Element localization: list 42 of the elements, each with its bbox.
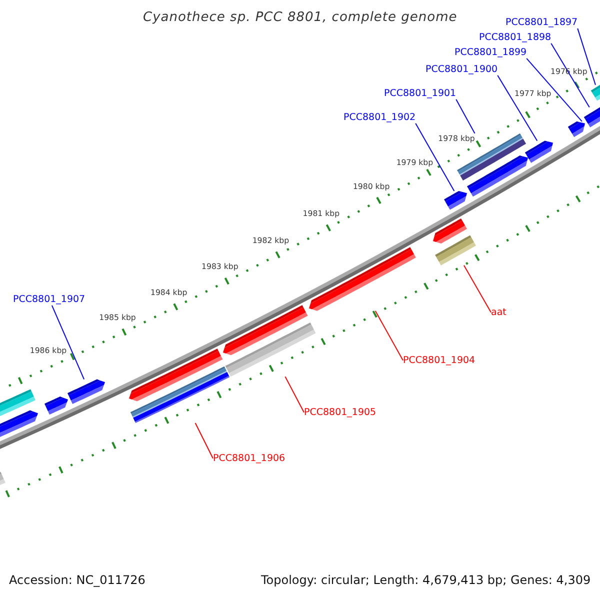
gene-bar xyxy=(590,84,600,101)
map-title: Cyanothece sp. PCC 8801, complete genome xyxy=(143,10,458,26)
gene-bar xyxy=(435,235,476,266)
gene-block xyxy=(444,190,467,210)
gene-label: aat xyxy=(491,308,506,318)
accession-text: Accession: NC_011726 xyxy=(9,574,146,588)
gene-bar xyxy=(225,322,316,377)
genome-stats-text: Topology: circular; Length: 4,679,413 bp; Genes: 4,309 xyxy=(261,574,591,588)
gene-block xyxy=(223,305,308,356)
gene-label: PCC8801_1901 xyxy=(384,88,456,100)
leader-line xyxy=(284,376,304,413)
gene-block xyxy=(129,348,223,402)
gene-block xyxy=(524,140,553,163)
leader-line xyxy=(51,304,85,380)
gene-label: PCC8801_1899 xyxy=(454,48,527,58)
gene-bar xyxy=(0,472,6,486)
leader-line xyxy=(550,42,590,108)
gene-label: PCC8801_1902 xyxy=(344,112,416,124)
leader-line xyxy=(463,264,492,313)
gene-bar xyxy=(130,366,230,423)
gene-label: PCC8801_1898 xyxy=(479,32,552,44)
gene-block xyxy=(67,379,105,404)
gene-block xyxy=(568,121,585,138)
leader-line xyxy=(456,98,476,134)
gene-label: PCC8801_1906 xyxy=(213,454,286,464)
gene-label: PCC8801_1905 xyxy=(304,408,376,418)
gene-label: PCC8801_1897 xyxy=(506,18,578,28)
gene-bar xyxy=(0,389,36,416)
leader-line xyxy=(577,28,596,86)
gene-block xyxy=(309,247,416,311)
gene-label: PCC8801_1907 xyxy=(13,294,86,306)
gene-block xyxy=(467,156,528,197)
gene-block xyxy=(0,410,38,437)
gene-bar xyxy=(457,133,526,180)
gene-block xyxy=(433,218,467,244)
leader-line xyxy=(526,58,582,122)
gene-label: PCC8801_1900 xyxy=(426,64,498,76)
gene-label: PCC8801_1904 xyxy=(403,356,476,366)
leader-line xyxy=(374,310,404,361)
leader-line xyxy=(194,422,214,459)
gene-block xyxy=(584,107,600,128)
gene-block xyxy=(44,396,68,415)
